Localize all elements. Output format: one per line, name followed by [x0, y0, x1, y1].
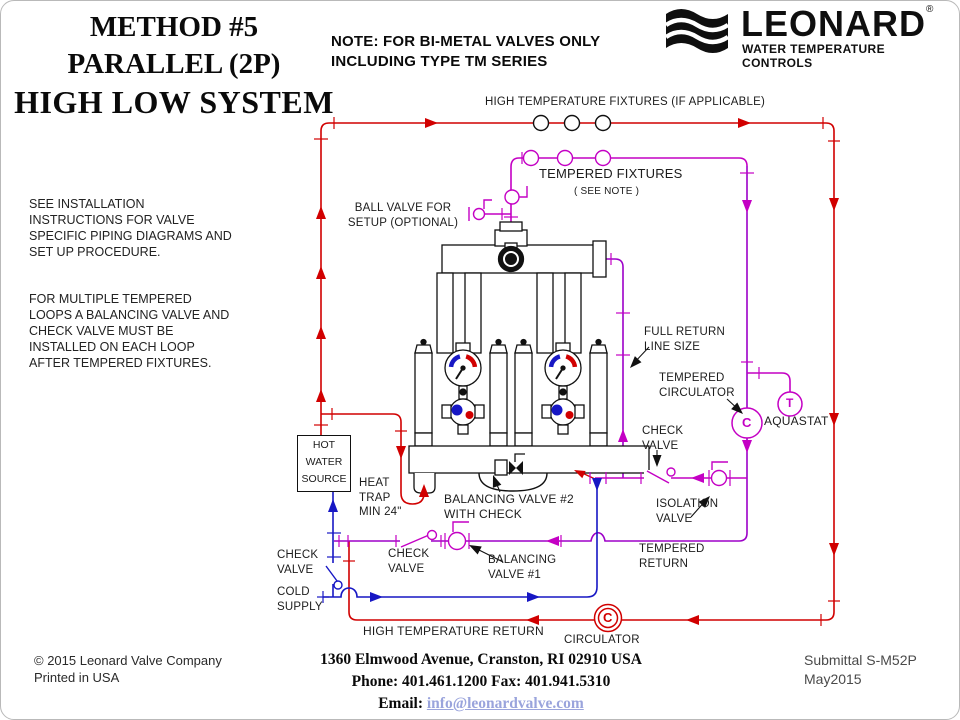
isolation-valve-icon	[710, 461, 728, 487]
instructions-paragraph-1: SEE INSTALLATION INSTRUCTIONS FOR VALVE …	[29, 197, 232, 259]
company-email-line: Email: info@leonardvalve.com	[271, 693, 691, 715]
label-heat-trap: HEAT TRAP MIN 24"	[359, 477, 402, 518]
heat-trap-line	[321, 413, 425, 505]
tempered-fixture-icons	[522, 149, 612, 167]
company-address: 1360 Elmwood Avenue, Cranston, RI 02910 …	[320, 651, 642, 668]
aquastat-icon	[777, 391, 803, 417]
hot-water-line	[320, 122, 835, 621]
leonard-flag-icon	[665, 9, 729, 53]
check-valve-left-icon	[325, 565, 343, 590]
tempered-circulator-icon	[731, 407, 763, 439]
label-aquastat: AQUASTAT	[764, 414, 829, 428]
check-valve-right-icon	[646, 467, 676, 484]
balancing-valve-1-icon	[447, 521, 469, 551]
thermometer-gauge-icon	[497, 242, 525, 273]
company-phone-fax: Phone: 401.461.1200 Fax: 401.941.5310	[351, 673, 611, 690]
label-check-valve-right: CHECK VALVE	[642, 425, 684, 452]
instructions-paragraph-2: FOR MULTIPLE TEMPERED LOOPS A BALANCING …	[29, 292, 230, 370]
tempered-right-drop-line	[334, 166, 748, 542]
pipe-ticks	[314, 117, 840, 626]
submittal-info: Submittal S-M52P May2015	[804, 652, 917, 687]
email-label: Email:	[378, 695, 423, 712]
label-balancing-valve1: BALANCING VALVE #1	[488, 554, 557, 581]
label-check-valve-left: CHECK VALVE	[277, 549, 319, 576]
logo-registered-mark: ®	[926, 4, 934, 15]
equipment-circles	[522, 114, 803, 633]
label-isolation-valve: ISOLATION VALVE	[656, 498, 719, 525]
aquastat-branch-line	[747, 372, 791, 393]
company-contact: 1360 Elmwood Avenue, Cranston, RI 02910 …	[271, 649, 691, 715]
page-title: METHOD #5 PARALLEL (2P) HIGH LOW SYSTEM	[7, 9, 341, 121]
logo-brand: LEONARD	[741, 3, 926, 44]
bimetal-note: NOTE: FOR BI-METAL VALVES ONLY INCLUDING…	[331, 33, 601, 70]
ball-valve-icon	[504, 186, 528, 205]
mixing-valve-assembly	[408, 221, 650, 494]
label-high-temp-return: HIGH TEMPERATURE RETURN	[363, 624, 544, 638]
title-line-1: METHOD #5	[89, 11, 259, 43]
installation-instructions: SEE INSTALLATION INSTRUCTIONS FOR VALVE …	[29, 180, 279, 387]
leonard-logo	[665, 7, 957, 59]
label-cold-supply: COLD SUPPLY	[277, 586, 323, 613]
title-line-3: HIGH LOW SYSTEM	[14, 84, 334, 120]
tempered-fixtures-line	[510, 157, 748, 231]
balancing-valve-2-icon	[478, 453, 548, 492]
full-return-line	[604, 258, 624, 478]
circulator-letter: C	[603, 610, 613, 625]
label-ball-valve-setup: BALL VALVE FOR SETUP (OPTIONAL)	[347, 202, 459, 229]
label-tempered-return: TEMPERED RETURN	[639, 543, 705, 570]
label-balancing-valve2: BALANCING VALVE #2 WITH CHECK	[444, 492, 574, 521]
logo-tagline: WATER TEMPERATURE CONTROLS	[742, 42, 886, 70]
label-tempered-fixtures: TEMPERED FIXTURES	[539, 166, 683, 181]
check-valve-mid-icon	[400, 529, 438, 548]
label-see-note: ( SEE NOTE )	[574, 186, 640, 197]
setup-ball-valve-icon	[468, 199, 492, 221]
label-leaders	[469, 346, 743, 563]
tempered-circulator-letter: C	[742, 415, 752, 430]
copyright-text: © 2015 Leonard Valve Company Printed in …	[34, 653, 222, 685]
label-check-valve-mid: CHECK VALVE	[388, 548, 430, 575]
valve-symbols	[325, 186, 728, 590]
label-full-return: FULL RETURN LINE SIZE	[644, 326, 726, 353]
label-tempered-circulator: TEMPERED CIRCULATOR	[659, 372, 735, 399]
cold-supply-line	[323, 478, 598, 598]
title-line-2: PARALLEL (2P)	[67, 48, 281, 80]
high-temp-fixture-icons	[532, 114, 612, 132]
circulator-icon	[593, 603, 623, 633]
email-link[interactable]: info@leonardvalve.com	[426, 695, 584, 712]
label-circulator: CIRCULATOR	[564, 634, 640, 646]
aquastat-letter: T	[786, 396, 794, 410]
label-high-temp-fixtures: HIGH TEMPERATURE FIXTURES (IF APPLICABLE…	[485, 96, 765, 108]
hot-water-source-box: HOT WATER SOURCE	[297, 435, 351, 492]
flow-arrows	[316, 118, 839, 625]
